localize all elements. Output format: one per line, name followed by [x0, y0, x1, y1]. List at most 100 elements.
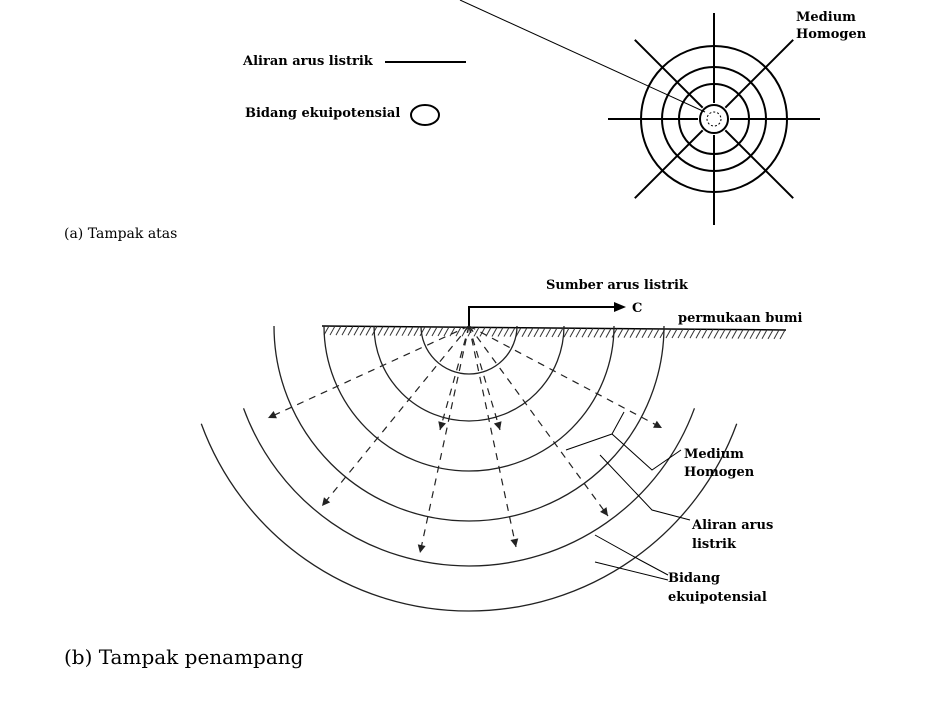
surface-hatch-38	[545, 327, 552, 338]
surface-hatch-29	[491, 327, 498, 337]
top-medium-label-line1: Medium	[796, 10, 856, 25]
surface-hatch-2	[329, 325, 336, 336]
caption-top-view: (a) Tampak atas	[64, 226, 178, 242]
section-arc-2	[373, 325, 565, 422]
top-flow-line-6	[634, 39, 704, 109]
section-flow-arrowhead-6	[653, 420, 662, 428]
surface-hatch-52	[629, 328, 636, 338]
surface-hatch-50	[617, 328, 624, 338]
section-flow-ray-1	[267, 325, 470, 419]
surface-hatch-61	[683, 328, 690, 339]
surface-hatch-21	[443, 326, 450, 337]
section-flow-arrowhead-8	[493, 421, 502, 430]
section-flow-arrowhead-2	[322, 497, 331, 506]
cross-section	[200, 302, 787, 612]
top-flow-line-4	[634, 129, 704, 199]
section-flow-arrowhead-5	[600, 507, 608, 516]
surface-hatch-55	[647, 328, 654, 339]
surface-hatch-77	[779, 329, 786, 340]
surface-hatch-70	[737, 329, 744, 339]
leader-lines	[565, 411, 691, 581]
top-ring-1	[699, 104, 729, 134]
surface-hatch-75	[767, 329, 774, 340]
surface-hatch-23	[455, 326, 462, 337]
earth-surface	[321, 325, 787, 340]
medium-leader-2	[565, 433, 613, 451]
top-medium-label-line2: Homogen	[796, 27, 867, 42]
pointer-line-top	[459, 0, 706, 113]
medium-leader-3	[611, 411, 625, 435]
surface-hatch-34	[521, 327, 528, 337]
surface-hatch-68	[725, 329, 732, 339]
section-flow-ray-6	[468, 325, 663, 429]
section-flow-ray-2	[321, 325, 470, 507]
surface-hatch-37	[539, 327, 546, 338]
surface-hatch-13	[395, 326, 402, 336]
section-flow-ray-5	[468, 325, 609, 517]
surface-hatch-65	[707, 329, 714, 339]
source-label: Sumber arus listrik	[546, 278, 688, 293]
surface-hatch-14	[401, 326, 408, 336]
surface-hatch-45	[587, 328, 594, 338]
surface-hatch-3	[335, 325, 342, 336]
surface-hatch-46	[593, 328, 600, 338]
top-flow-line-2	[724, 129, 794, 199]
section-flow-label-line1: Aliran arus	[692, 518, 774, 533]
surface-hatch-60	[677, 328, 684, 339]
surface-hatch-66	[713, 329, 720, 339]
surface-hatch-36	[533, 327, 540, 338]
section-flow-arrowhead-7	[438, 421, 447, 430]
surface-hatch-5	[347, 325, 354, 336]
surface-hatch-41	[563, 327, 570, 338]
section-flow-arrowhead-1	[268, 411, 277, 419]
section-medium-label-line1: Medium	[684, 447, 744, 462]
surface-hatch-17	[419, 326, 426, 337]
surface-hatch-47	[599, 328, 606, 338]
section-arc-1	[420, 325, 518, 375]
surface-hatch-27	[479, 327, 486, 337]
top-view	[385, 0, 820, 225]
section-flow-arrowhead-3	[417, 544, 426, 553]
surface-hatch-64	[701, 329, 708, 339]
surface-hatch-72	[749, 329, 756, 339]
surface-hatch-20	[437, 326, 444, 337]
surface-hatch-31	[503, 327, 510, 337]
surface-label: permukaan bumi	[678, 311, 803, 326]
surface-hatch-58	[665, 328, 672, 339]
section-arc-6	[200, 423, 738, 612]
section-arc-3	[323, 325, 615, 472]
surface-hatch-76	[773, 329, 780, 340]
legend-equipotential-label: Bidang ekuipotensial	[245, 106, 401, 121]
surface-hatch-69	[731, 329, 738, 339]
section-medium-label-line2: Homogen	[684, 465, 755, 480]
surface-hatch-30	[497, 327, 504, 337]
legend-current-flow-label: Aliran arus listrik	[243, 54, 373, 69]
section-flow-arrowhead-4	[510, 538, 519, 547]
section-flow-ray-4	[468, 325, 517, 548]
top-core	[706, 111, 722, 127]
surface-hatch-18	[425, 326, 432, 337]
surface-hatch-4	[341, 325, 348, 336]
section-equipotential-label-line1: Bidang	[668, 571, 720, 586]
surface-hatch-43	[575, 327, 582, 338]
surface-hatch-63	[695, 328, 702, 339]
surface-hatch-44	[581, 327, 588, 338]
surface-hatch-56	[653, 328, 660, 339]
legend-equipotential-sample	[410, 104, 440, 126]
source-arrowhead	[614, 302, 626, 312]
surface-hatch-53	[635, 328, 642, 338]
equipotential-leader-2	[594, 561, 669, 581]
surface-hatch-26	[473, 327, 480, 337]
surface-line	[321, 325, 787, 331]
surface-hatch-51	[623, 328, 630, 338]
surface-hatch-74	[761, 329, 768, 340]
surface-hatch-7	[359, 326, 366, 336]
top-current-flow-lines	[608, 13, 820, 225]
surface-hatch-6	[353, 326, 360, 336]
surface-hatch-8	[365, 326, 372, 336]
flow-leader	[599, 454, 691, 521]
surface-hatch-71	[743, 329, 750, 339]
section-equipotential-label-line2: ekuipotensial	[668, 590, 767, 605]
surface-hatch-19	[431, 326, 438, 337]
